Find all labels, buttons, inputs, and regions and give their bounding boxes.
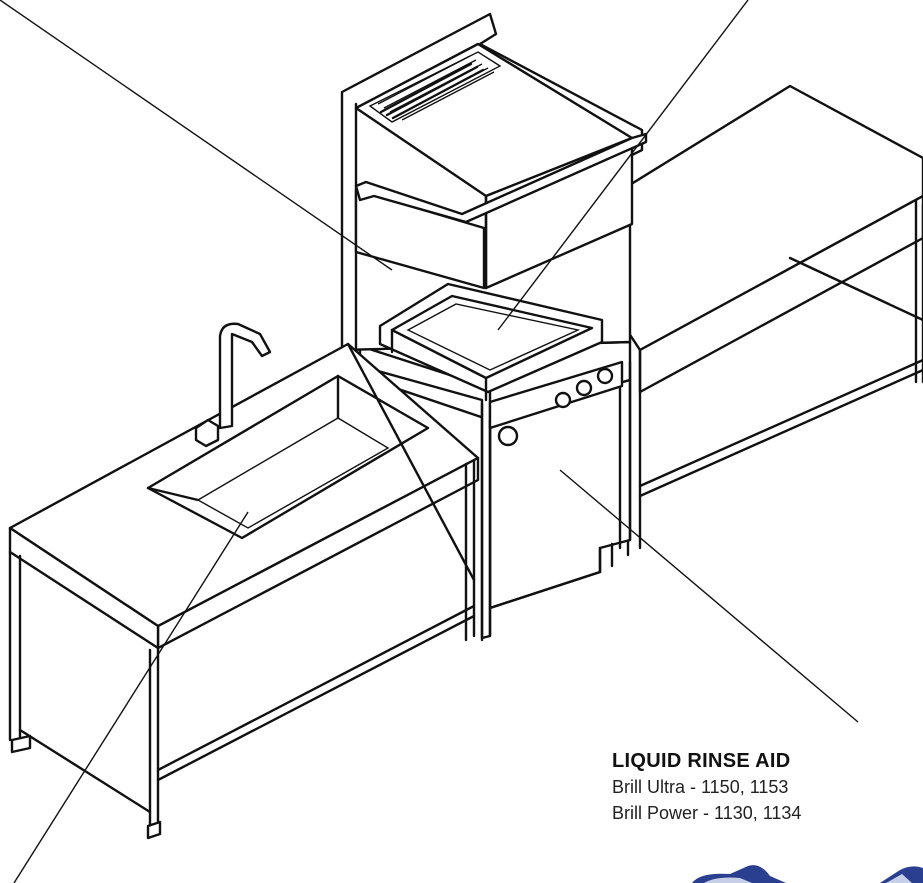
hood-vent-icon bbox=[370, 52, 500, 122]
sink-table bbox=[10, 324, 478, 838]
callout-line-ultra: Brill Ultra - 1150, 1153 bbox=[612, 777, 789, 797]
dial-main-icon bbox=[499, 427, 517, 445]
dishwasher-hood bbox=[342, 14, 646, 400]
callout-leader-lines bbox=[0, 0, 858, 883]
callout-title: LIQUID RINSE AID bbox=[612, 750, 791, 772]
callout-line-power: Brill Power - 1130, 1134 bbox=[612, 803, 802, 823]
faucet-icon bbox=[196, 324, 270, 446]
rinse-aid-callout: LIQUID RINSE AID Brill Ultra - 1150, 115… bbox=[612, 748, 801, 826]
product-bottles-image bbox=[692, 865, 923, 883]
